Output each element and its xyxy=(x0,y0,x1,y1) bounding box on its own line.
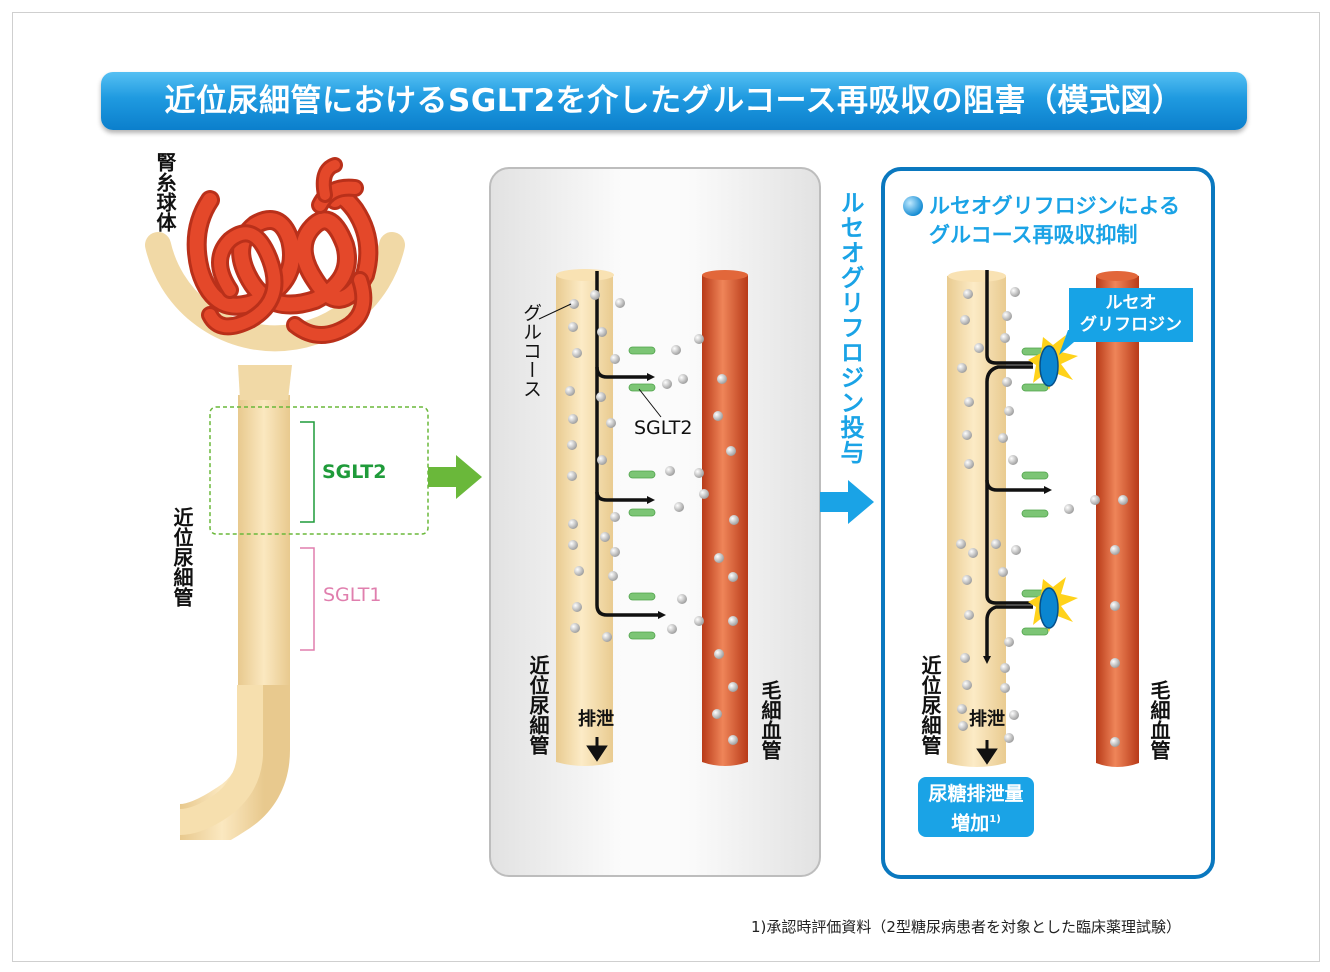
nephron-diagram xyxy=(145,157,429,840)
middle-excretion-label: 排泄 xyxy=(578,709,614,730)
sglt2-region-box xyxy=(209,406,429,535)
glomerulus xyxy=(186,157,379,344)
left-sglt2-label: SGLT2 xyxy=(322,461,387,483)
drug-callout-line2: グリフロジン xyxy=(1080,315,1182,335)
increase-ref: 1) xyxy=(989,814,1001,825)
glomerulus-label: 腎糸球体 xyxy=(153,152,177,232)
normal-reabsorption-diagram xyxy=(538,269,748,766)
proximal-tubule xyxy=(238,395,290,685)
right-excretion-label: 排泄 xyxy=(969,709,1005,730)
right-capillary-label: 毛細血管 xyxy=(1147,680,1171,760)
increase-line2: 増加1) xyxy=(918,807,1034,836)
inhibition-panel xyxy=(881,167,1215,879)
footnote: 1)承認時評価資料（2型糖尿病患者を対象とした臨床薬理試験） xyxy=(751,918,1181,936)
middle-capillary-label: 毛細血管 xyxy=(758,680,782,760)
inhibition-heading-line2: グルコース再吸収抑制 xyxy=(929,223,1138,247)
normal-reabsorption-panel xyxy=(489,167,821,877)
drug-callout-line1: ルセオ xyxy=(1105,293,1157,313)
left-sglt1-label: SGLT1 xyxy=(323,584,382,606)
sglt1-bracket xyxy=(300,547,315,651)
green-arrow-icon xyxy=(428,455,482,499)
blue-bullet-icon xyxy=(903,196,923,216)
left-tubule-label: 近位尿細管 xyxy=(170,507,194,607)
page-title: 近位尿細管におけるSGLT2を介したグルコース再吸収の阻害（模式図） xyxy=(164,83,1184,119)
bowman-capsule xyxy=(145,232,405,352)
drug-callout: ルセオ グリフロジン xyxy=(1069,288,1193,342)
right-tubule-label: 近位尿細管 xyxy=(918,655,942,755)
title-bar: 近位尿細管におけるSGLT2を介したグルコース再吸収の阻害（模式図） xyxy=(101,72,1247,130)
inhibition-heading-line1: ルセオグリフロジンによる xyxy=(929,194,1180,218)
sglt2-bracket xyxy=(300,421,315,523)
glucose-dots xyxy=(565,290,739,745)
sglt2-transporters xyxy=(628,346,656,640)
middle-tubule-label: 近位尿細管 xyxy=(526,655,550,755)
administration-label: ルセオグリフロジン投与 xyxy=(836,190,864,465)
increase-text: 増加 xyxy=(951,812,990,835)
blue-arrow-icon xyxy=(820,480,874,524)
inhibition-burst-icon xyxy=(1028,335,1078,390)
increase-line1: 尿糖排泄量 xyxy=(928,783,1024,805)
inhibition-diagram xyxy=(947,270,1139,767)
glucose-label: グルコース xyxy=(520,303,542,398)
urinary-glucose-increase-box: 尿糖排泄量 増加1) xyxy=(918,777,1034,837)
inhibition-burst-icon-2 xyxy=(1028,577,1078,632)
middle-sglt2-label: SGLT2 xyxy=(634,417,693,439)
